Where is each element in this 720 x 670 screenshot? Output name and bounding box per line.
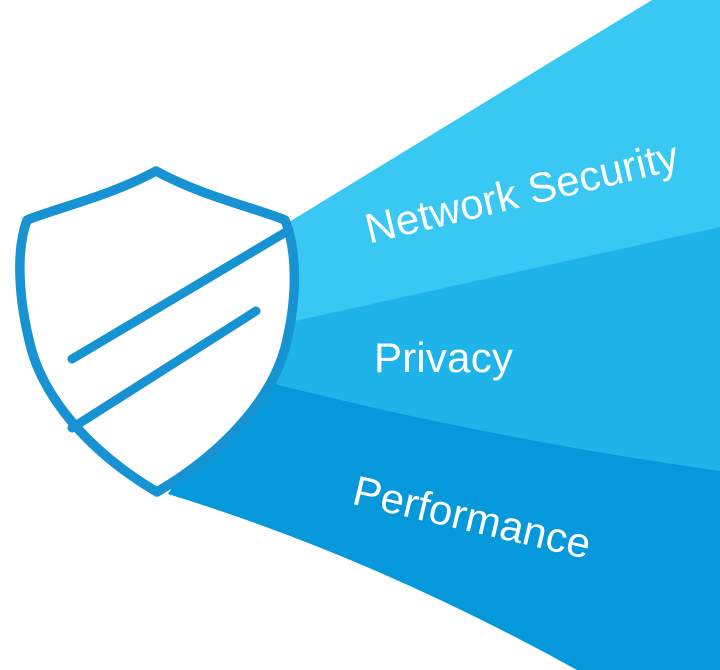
shield-stripe-lower bbox=[67, 306, 261, 433]
network-security-ray bbox=[245, 0, 720, 332]
shield-icon bbox=[15, 166, 300, 497]
shield-stripe-upper bbox=[67, 227, 291, 364]
privacy-label: Privacy bbox=[374, 334, 514, 381]
privacy-ray bbox=[240, 212, 720, 471]
